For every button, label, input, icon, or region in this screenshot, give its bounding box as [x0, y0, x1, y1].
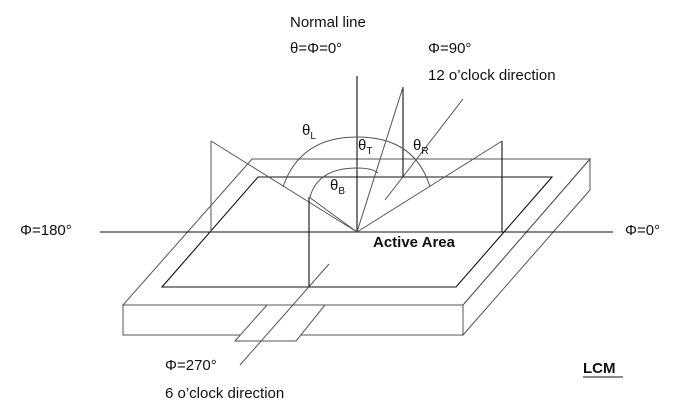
- normal-line-label: Normal line: [290, 14, 366, 31]
- phi-270-label: Φ=270°: [165, 357, 217, 374]
- phi-180-label: Φ=180°: [20, 222, 72, 239]
- six-oclock-label: 6 o’clock direction: [165, 385, 284, 402]
- twelve-oclock-label: 12 o’clock direction: [428, 67, 556, 84]
- lcm-panel: [121, 157, 592, 342]
- top-view-plane: [356, 86, 404, 233]
- theta-t-label: θT: [358, 137, 372, 157]
- left-view-plane: [210, 140, 358, 233]
- phi-90-label: Φ=90°: [428, 40, 471, 57]
- theta-b-label: θB: [330, 177, 345, 197]
- active-area-label: Active Area: [373, 234, 456, 251]
- active-area-outline: [160, 176, 554, 288]
- theta-tb-arc: [309, 167, 379, 198]
- twelve-oclock-line: [384, 98, 464, 201]
- fpc-tail: [233, 304, 327, 342]
- phi-0-label: Φ=0°: [625, 222, 660, 239]
- panel-right-face: [462, 157, 591, 337]
- lcm-label: LCM: [583, 360, 616, 377]
- six-oclock-line: [239, 263, 330, 366]
- theta-r-label: θR: [413, 137, 429, 157]
- theta-l-label: θL: [302, 122, 316, 142]
- theta-lr-arc: [282, 136, 431, 188]
- theta-phi-zero-label: θ=Φ=0°: [290, 40, 342, 57]
- bottom-view-plane: [308, 196, 358, 287]
